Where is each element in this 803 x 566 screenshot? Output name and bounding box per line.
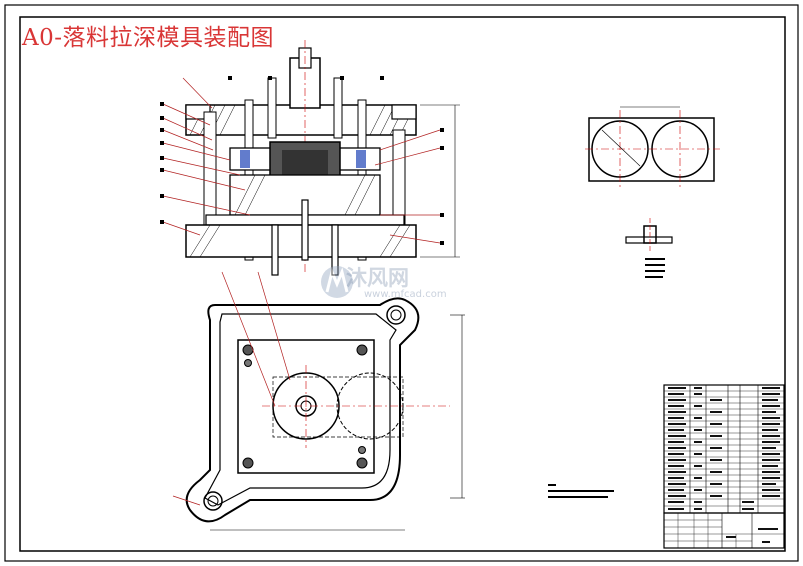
parts-list-table	[663, 384, 785, 514]
blank-layout-view	[585, 106, 720, 188]
mfcad-logo-icon	[321, 266, 353, 298]
watermark-url: www.mfcad.com	[364, 289, 447, 300]
watermark-text: 沐风网	[346, 266, 409, 290]
section-view	[160, 40, 460, 276]
drawing-title: A0-落料拉深模具装配图	[22, 25, 275, 51]
sheet-frame	[4, 4, 799, 562]
technical-notes	[548, 484, 614, 498]
title-block	[663, 512, 785, 549]
parts-list-entries	[668, 387, 780, 510]
drawing-border	[19, 16, 786, 552]
plan-view	[172, 271, 465, 531]
part-detail-view	[625, 218, 673, 278]
